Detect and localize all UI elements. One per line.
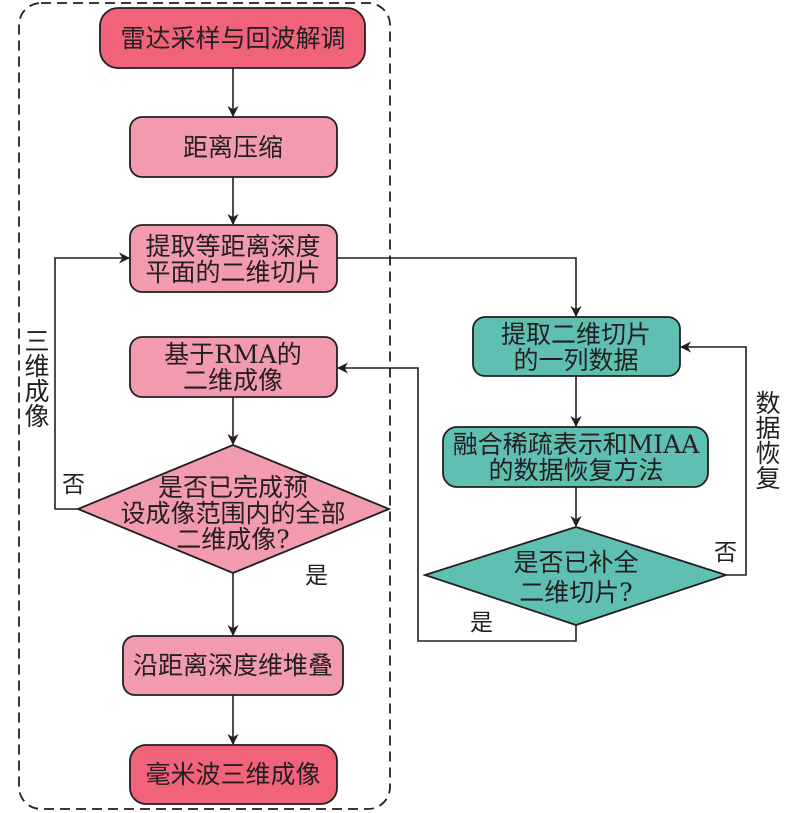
nodes [75,7,729,805]
extract-column-label-2: 的一列数据 [513,346,638,375]
radar-sampling-label: 雷达采样与回波解调 [120,24,345,53]
recovery-method-label-2: 的数据恢复方法 [488,456,663,485]
node-range-compression[interactable] [129,116,338,178]
node-labels: 雷达采样与回波解调 距离压缩 提取等距离深度 平面的二维切片 基于RMA的 二维… [120,24,700,789]
node-recovery-method[interactable] [442,426,709,488]
node-extract-slice[interactable] [129,224,338,293]
right-yes-label: 是 [470,610,493,636]
recovery-method-label-1: 融合稀疏表示和MIAA [453,430,701,459]
node-radar-sampling[interactable] [99,7,366,69]
three-d-imaging-char-1: 三 [24,327,49,356]
edge-slice-to-column [337,257,582,318]
data-recovery-char-4: 复 [755,464,780,493]
mmwave-3d-label: 毫米波三维成像 [145,760,320,789]
extract-column-label-1: 提取二维切片 [501,320,651,349]
edge-recovery-yes-to-rma [336,362,577,642]
three-d-imaging-char-2: 维 [24,352,49,381]
extract-slice-label-1: 提取等距离深度 [145,232,320,261]
imaging-group-border [18,2,391,810]
extract-slice-label-2: 平面的二维切片 [145,258,320,287]
node-stack[interactable] [122,635,344,696]
edge-decision-no-loop [54,252,131,510]
node-extract-column[interactable] [472,316,681,377]
imaging-done-label-2: 设成像范围内的全部 [120,499,345,528]
data-recovery-char-1: 数 [755,389,780,418]
data-recovery-char-3: 恢 [755,439,780,468]
left-yes-label: 是 [305,563,328,589]
imaging-done-label-3: 二维成像? [176,525,289,554]
imaging-done-label-1: 是否已完成预 [158,473,308,502]
edges [54,68,747,746]
rma-imaging-label-2: 二维成像 [183,366,283,395]
three-d-imaging-char-4: 像 [24,402,49,431]
node-mmwave-3d[interactable] [129,744,338,805]
slice-complete-label-2: 二维切片? [519,578,632,607]
edge-recovery-no-loop [679,341,747,576]
stack-label: 沿距离深度维堆叠 [133,651,333,680]
loop-labels: 三 维 成 像 数 据 恢 复 [24,327,780,493]
edge-labels: 否 是 否 是 [62,472,737,636]
three-d-imaging-char-3: 成 [24,377,49,406]
slice-complete-label-1: 是否已补全 [513,548,638,577]
right-no-label: 否 [714,540,737,566]
data-recovery-char-2: 据 [755,414,780,443]
node-imaging-done-decision[interactable] [75,444,392,574]
range-compression-label: 距离压缩 [183,133,283,162]
left-no-label: 否 [62,472,85,498]
rma-imaging-label-1: 基于RMA的 [164,340,301,369]
node-rma-imaging[interactable] [129,336,338,398]
node-slice-complete-decision[interactable] [422,526,729,626]
